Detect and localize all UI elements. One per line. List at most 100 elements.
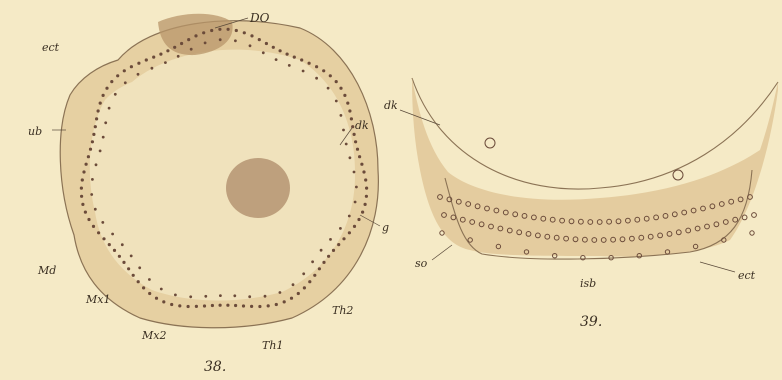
cell-dot (151, 67, 154, 70)
cell-dot (365, 187, 368, 190)
cell-dot (327, 255, 330, 258)
figure-38-number: 38. (204, 360, 226, 374)
cell-dot (752, 213, 757, 218)
cell-dot (138, 266, 141, 269)
cell-dot (329, 238, 332, 241)
cell-dot (249, 44, 252, 47)
cell-dot (250, 34, 253, 37)
cell-dot (313, 274, 316, 277)
cell-dot (318, 267, 321, 270)
cell-dot (262, 51, 265, 54)
cell-dot (250, 305, 253, 308)
cell-dot (286, 53, 289, 56)
cell-dot (99, 102, 102, 105)
cell-dot (210, 29, 213, 32)
cell-dot (272, 46, 275, 49)
cell-dot (137, 62, 140, 65)
cell-dot (187, 305, 190, 308)
cell-dot (258, 38, 261, 41)
cell-dot (227, 28, 230, 31)
cell-dot (264, 295, 267, 298)
label-dk-39: dk (384, 100, 398, 111)
cell-dot (137, 73, 140, 76)
cell-dot (292, 283, 295, 286)
cell-dot (350, 117, 353, 120)
cell-dot (335, 80, 338, 83)
cell-dot (82, 170, 85, 173)
cell-dot (339, 227, 342, 230)
cell-dot (180, 42, 183, 45)
cell-dot (308, 280, 311, 283)
cell-dot (159, 53, 162, 56)
cell-dot (202, 31, 205, 34)
cell-dot (81, 203, 84, 206)
cell-dot (204, 42, 207, 45)
cell-dot (132, 274, 135, 277)
cell-dot (343, 94, 346, 97)
cell-dot (315, 65, 318, 68)
cell-dot (364, 178, 367, 181)
cell-dot (329, 74, 332, 77)
cell-dot (267, 304, 270, 307)
cell-dot (293, 56, 296, 59)
cell-dot (258, 305, 261, 308)
cell-dot (242, 304, 245, 307)
label-isb: isb (580, 278, 596, 289)
cell-dot (297, 292, 300, 295)
figure-38-drawing (52, 14, 380, 328)
cell-dot (108, 243, 111, 246)
cell-dot (288, 64, 291, 67)
cell-dot (342, 237, 345, 240)
cell-dot (80, 187, 83, 190)
cell-dot (275, 58, 278, 61)
cell-dot (335, 100, 338, 103)
label-ub: ub (28, 126, 42, 137)
cell-dot (130, 255, 133, 258)
cell-dot (104, 121, 107, 124)
cell-dot (194, 34, 197, 37)
cell-dot (123, 69, 126, 72)
cell-dot (226, 304, 229, 307)
cell-dot (275, 303, 278, 306)
cell-dot (361, 211, 364, 214)
cell-dot (130, 65, 133, 68)
cell-dot (234, 39, 237, 42)
cell-dot (204, 295, 207, 298)
cell-dot (97, 109, 100, 112)
cell-dot (353, 133, 356, 136)
cell-dot (348, 231, 351, 234)
cell-dot (218, 28, 221, 31)
cell-dot (195, 305, 198, 308)
cell-dot (148, 278, 151, 281)
cell-dot (105, 87, 108, 90)
cell-dot (102, 94, 105, 97)
leader-so (432, 245, 452, 260)
cell-dot (92, 225, 95, 228)
cell-dot (102, 237, 105, 240)
cell-dot (148, 292, 151, 295)
cell-dot (440, 231, 444, 235)
label-ect-39: ect (738, 270, 755, 281)
label-Mx2: Mx2 (142, 330, 166, 341)
cell-dot (187, 38, 190, 41)
cell-dot (320, 249, 323, 252)
cell-dot (346, 102, 349, 105)
section-tissue-layer (412, 78, 778, 257)
cell-dot (337, 243, 340, 246)
label-Th1: Th1 (262, 340, 283, 351)
cell-dot (234, 304, 237, 307)
cell-dot (111, 233, 114, 236)
cell-dot (339, 87, 342, 90)
cell-dot (137, 280, 140, 283)
cell-dot (164, 61, 167, 64)
cell-dot (357, 218, 360, 221)
cell-dot (90, 193, 93, 196)
cell-dot (235, 29, 238, 32)
cell-dot (279, 49, 282, 52)
figure-39-number: 39. (580, 315, 602, 329)
label-Md: Md (38, 265, 56, 276)
yolk-nucleus-right (673, 170, 683, 180)
cell-dot (211, 304, 214, 307)
